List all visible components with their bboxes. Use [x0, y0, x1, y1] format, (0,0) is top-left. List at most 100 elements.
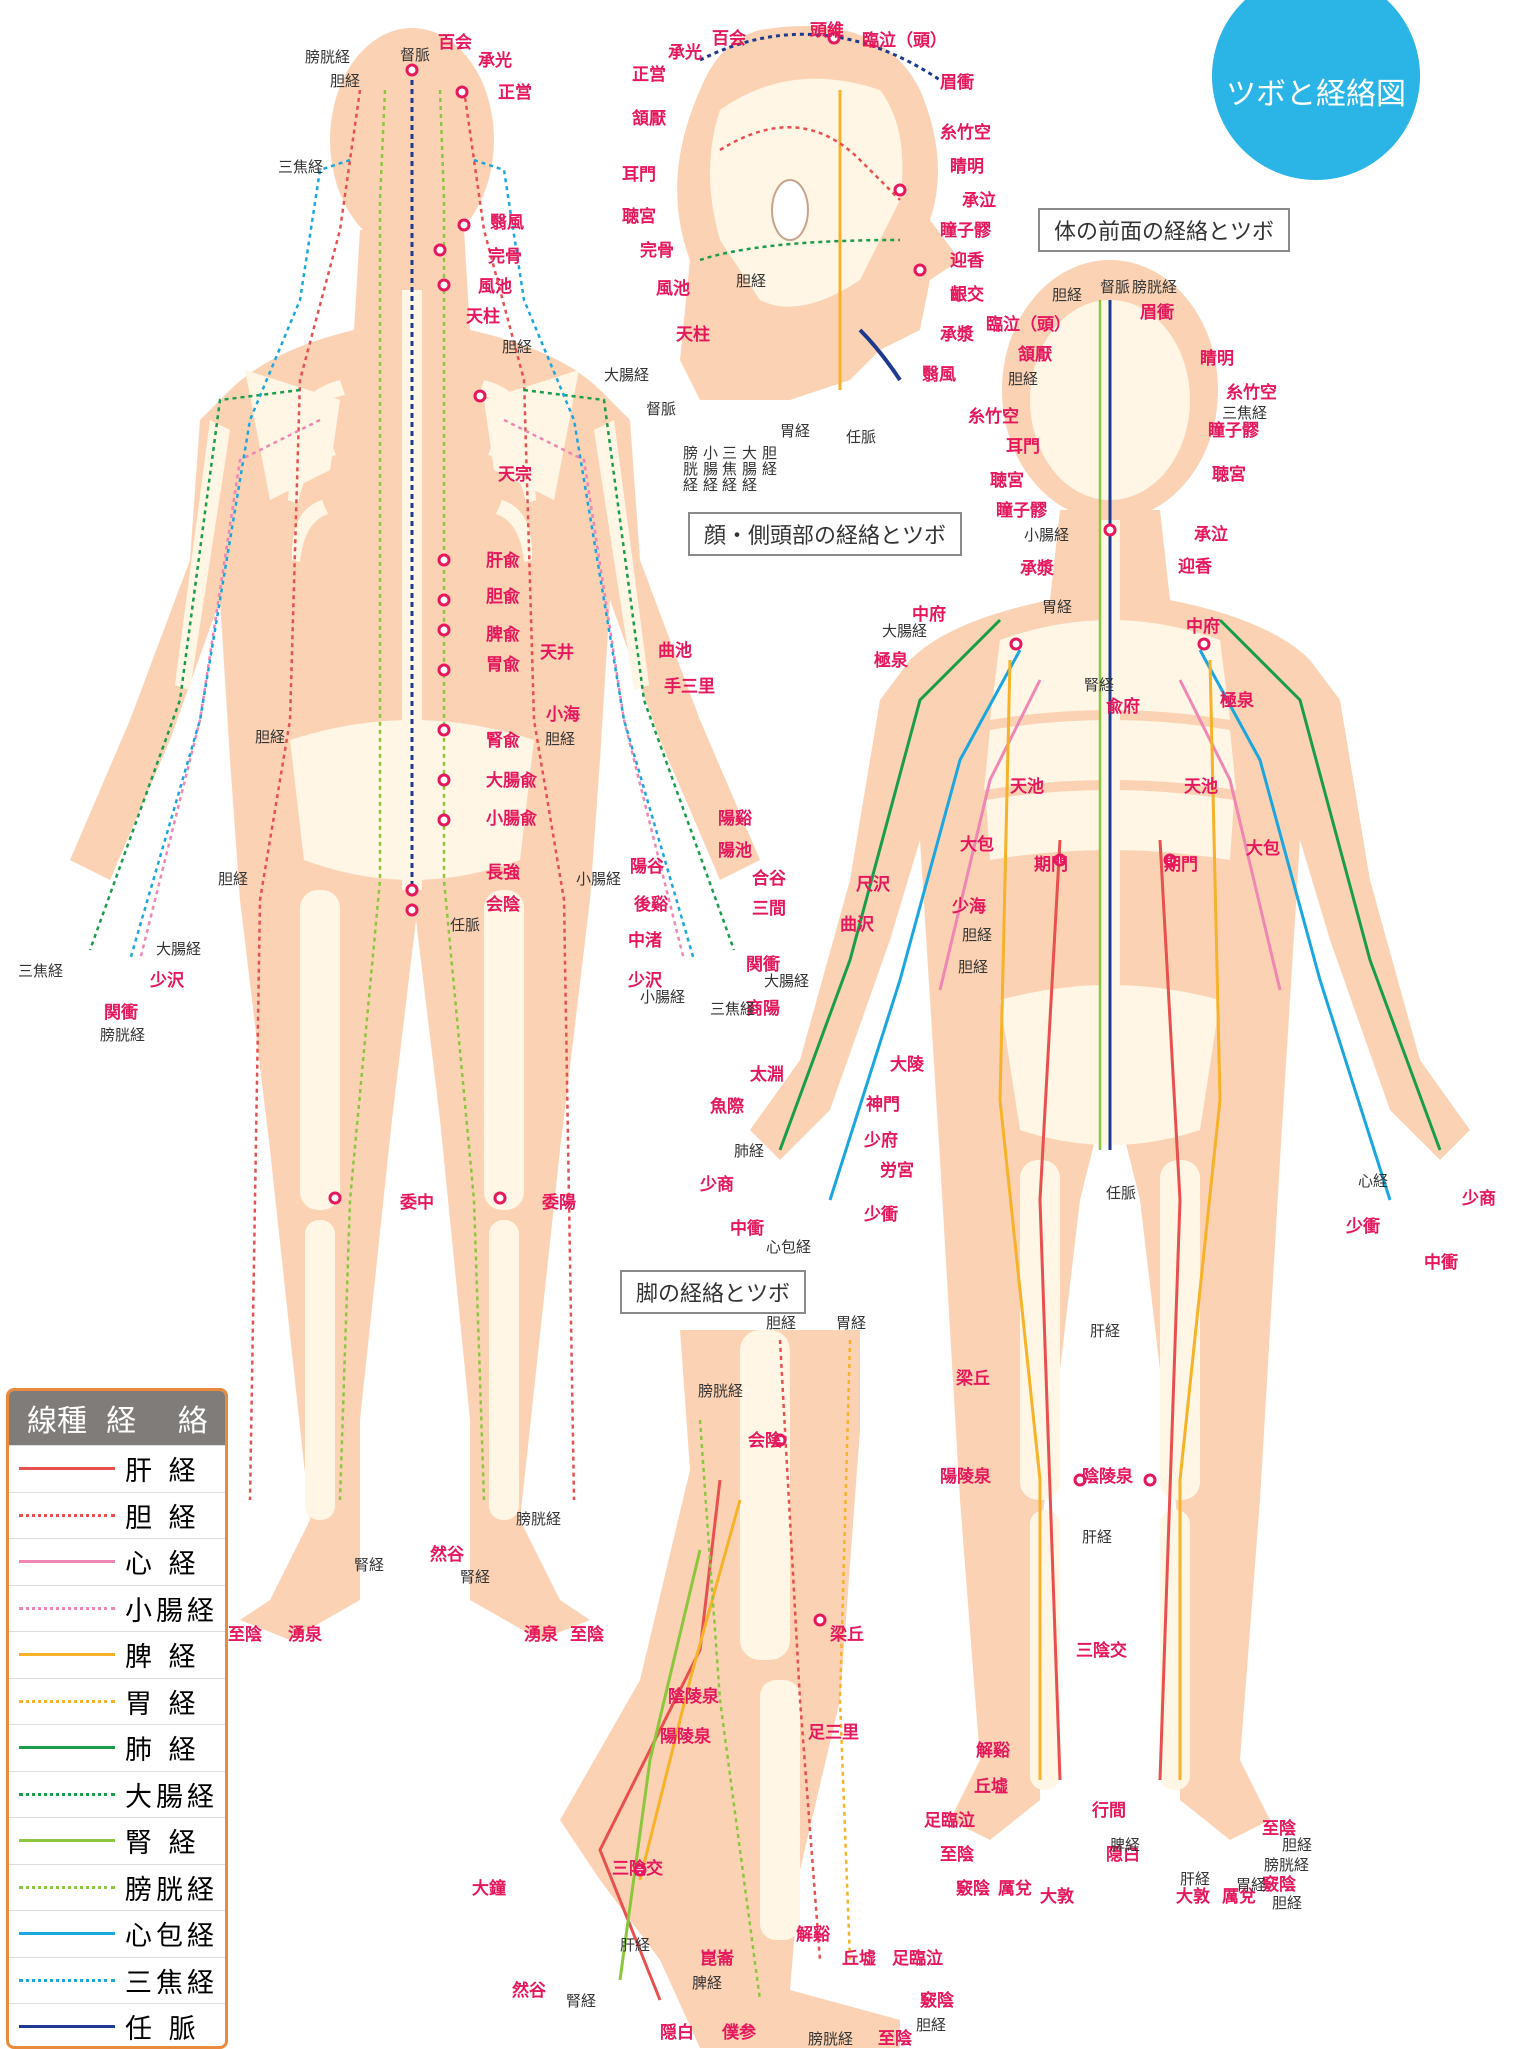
svg-text:丘墟: 丘墟: [842, 1948, 876, 1969]
svg-text:経: 経: [762, 460, 777, 478]
front-figure: [750, 260, 1470, 1840]
svg-text:少海: 少海: [951, 896, 986, 917]
svg-text:湧泉: 湧泉: [524, 1624, 559, 1645]
legend-row: 胃 経: [9, 1678, 225, 1725]
svg-text:少府: 少府: [863, 1130, 898, 1151]
svg-text:手三里: 手三里: [664, 676, 715, 697]
svg-text:天池: 天池: [1010, 776, 1044, 797]
svg-text:睛明: 睛明: [950, 157, 984, 177]
svg-text:聴宮: 聴宮: [990, 470, 1024, 491]
svg-text:魚際: 魚際: [710, 1096, 745, 1117]
svg-text:行間: 行間: [1091, 1800, 1126, 1821]
svg-text:承光: 承光: [668, 42, 702, 63]
svg-text:頷厭: 頷厭: [1018, 344, 1053, 365]
svg-text:小腸兪: 小腸兪: [486, 808, 537, 829]
svg-text:陰陵泉: 陰陵泉: [668, 1686, 720, 1707]
legend-row: 心 経: [9, 1538, 225, 1585]
svg-text:膀胱経: 膀胱経: [808, 2030, 853, 2048]
legend-row: 大腸経: [9, 1771, 225, 1818]
svg-text:陽谿: 陽谿: [718, 808, 753, 829]
svg-text:湧泉: 湧泉: [288, 1624, 323, 1645]
svg-text:大腸兪: 大腸兪: [486, 770, 537, 791]
svg-text:胆経: 胆経: [766, 1314, 796, 1332]
svg-text:大腸経: 大腸経: [604, 366, 649, 384]
legend-swatch: [19, 1839, 115, 1842]
svg-text:経: 経: [742, 476, 757, 494]
svg-text:小腸経: 小腸経: [576, 870, 621, 888]
svg-text:睛明: 睛明: [1200, 349, 1234, 369]
svg-text:極泉: 極泉: [1220, 690, 1255, 711]
legend-label: 肺 経: [125, 1728, 200, 1767]
svg-text:百会: 百会: [438, 32, 472, 53]
svg-text:百会: 百会: [712, 28, 746, 49]
svg-text:期門: 期門: [1034, 855, 1068, 875]
svg-text:少沢: 少沢: [149, 970, 185, 991]
svg-text:少衝: 少衝: [863, 1204, 898, 1225]
svg-text:迎香: 迎香: [1178, 556, 1212, 577]
svg-text:完骨: 完骨: [488, 246, 522, 267]
legend-label: 脾 経: [125, 1635, 200, 1674]
svg-text:任脈: 任脈: [450, 916, 480, 934]
svg-text:胃経: 胃経: [1236, 1876, 1266, 1894]
svg-text:腎経: 腎経: [460, 1568, 490, 1586]
svg-text:翳風: 翳風: [922, 364, 956, 385]
section-title-leg: 脚の経絡とツボ: [620, 1270, 806, 1314]
svg-text:督脈: 督脈: [400, 46, 430, 64]
svg-text:肺経: 肺経: [734, 1142, 764, 1160]
legend-header: 線種 経 絡: [9, 1391, 225, 1445]
legend-label: 肝 経: [125, 1449, 200, 1488]
svg-text:風池: 風池: [656, 278, 690, 299]
svg-text:膀胱経: 膀胱経: [305, 48, 350, 66]
svg-text:中府: 中府: [1186, 616, 1220, 637]
svg-text:大敦: 大敦: [1040, 1886, 1075, 1907]
legend-row: 任 脈: [9, 2003, 225, 2049]
svg-text:承漿: 承漿: [940, 324, 974, 345]
svg-text:大敦: 大敦: [1176, 1886, 1211, 1907]
legend-row: 胆 経: [9, 1492, 225, 1539]
svg-text:解谿: 解谿: [976, 1740, 1011, 1761]
svg-text:脾兪: 脾兪: [486, 624, 520, 645]
svg-text:少商: 少商: [699, 1174, 734, 1195]
svg-text:承光: 承光: [478, 50, 512, 71]
svg-text:督脈: 督脈: [1100, 278, 1130, 296]
svg-text:労宮: 労宮: [880, 1160, 914, 1181]
svg-text:瞳子髎: 瞳子髎: [1208, 420, 1260, 441]
svg-text:僕参: 僕参: [721, 2022, 756, 2043]
legend-row: 肺 経: [9, 1724, 225, 1771]
legend-swatch: [19, 1653, 115, 1656]
svg-text:陰陵泉: 陰陵泉: [1082, 1466, 1134, 1487]
legend-swatch: [19, 1607, 115, 1610]
svg-text:兪府: 兪府: [1105, 696, 1140, 717]
svg-text:天池: 天池: [1184, 776, 1218, 797]
svg-text:陽陵泉: 陽陵泉: [660, 1726, 712, 1747]
svg-text:隠白: 隠白: [660, 2022, 694, 2043]
svg-text:陽谷: 陽谷: [630, 857, 665, 877]
svg-text:肝経: 肝経: [1180, 1870, 1210, 1888]
legend-label: 心 経: [125, 1542, 200, 1581]
legend-label: 胃 経: [125, 1682, 200, 1721]
svg-text:耳門: 耳門: [622, 165, 656, 185]
svg-text:肝経: 肝経: [1082, 1528, 1112, 1546]
svg-text:大包: 大包: [960, 834, 994, 855]
svg-text:小腸経: 小腸経: [640, 988, 685, 1006]
svg-text:梁丘: 梁丘: [955, 1368, 990, 1389]
svg-text:後谿: 後谿: [634, 894, 669, 915]
svg-text:天柱: 天柱: [676, 324, 710, 345]
svg-text:耳門: 耳門: [1006, 437, 1040, 457]
svg-text:経: 経: [722, 476, 737, 494]
svg-text:経: 経: [683, 476, 698, 494]
svg-text:天宗: 天宗: [498, 464, 532, 485]
legend-row: 脾 経: [9, 1631, 225, 1678]
svg-text:腎兪: 腎兪: [486, 730, 520, 751]
svg-text:梁丘: 梁丘: [829, 1624, 864, 1645]
svg-text:承泣: 承泣: [1194, 524, 1228, 545]
svg-text:曲池: 曲池: [658, 640, 692, 661]
svg-text:心包経: 心包経: [766, 1238, 811, 1256]
section-title-face: 顔・側頭部の経絡とツボ: [688, 512, 962, 556]
svg-text:厲兌: 厲兌: [998, 1879, 1032, 1899]
svg-text:胆経: 胆経: [916, 2016, 946, 2034]
legend-swatch: [19, 1793, 115, 1796]
section-title-front: 体の前面の経絡とツボ: [1038, 208, 1290, 252]
svg-text:胆経: 胆経: [958, 958, 988, 976]
